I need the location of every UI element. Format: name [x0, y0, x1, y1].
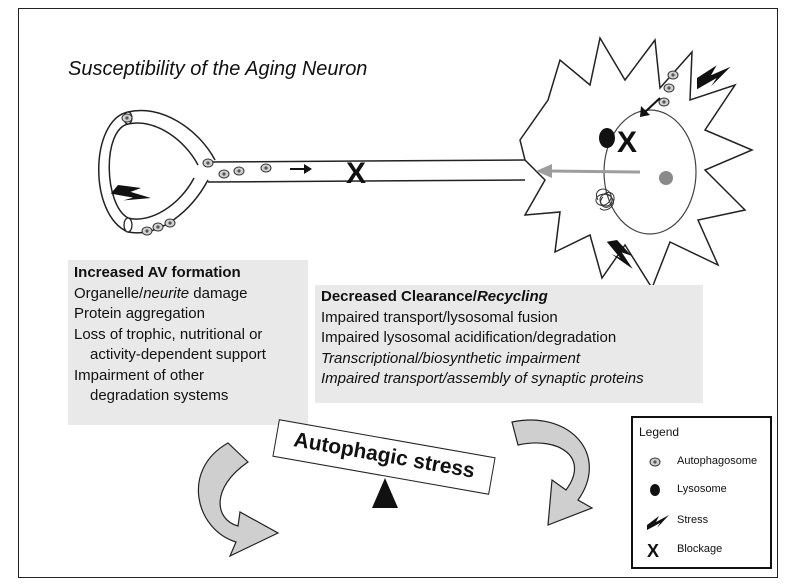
figure-frame: [18, 8, 778, 578]
legend-title: Legend: [639, 425, 680, 439]
clearance-line-acidification: Impaired lysosomal acidification/degrada…: [321, 329, 617, 346]
clearance-box: Decreased Clearance/Recycling Impaired t…: [315, 285, 703, 403]
av-line-organelle: Organelle/neurite damage: [74, 284, 302, 305]
right-cycle-arrow: [511, 419, 594, 526]
protein-aggregate-icon: [595, 188, 615, 211]
legend-label-stress: Stress: [677, 514, 709, 526]
clearance-line-transport: Impaired transport/lysosomal fusion: [321, 308, 558, 326]
legend-label-autophagosome: Autophagosome: [677, 455, 758, 467]
soma-blockage-mark: X: [617, 126, 637, 159]
svg-text:X: X: [647, 541, 659, 560]
av-formation-heading: Increased AV formation: [74, 264, 241, 281]
left-cycle-arrow: [197, 442, 280, 558]
legend-item-autophagosome: Autophagosome: [633, 452, 774, 472]
av-formation-box: Increased AV formation Organelle/neurite…: [68, 260, 308, 425]
lightning-icon: [647, 515, 669, 530]
av-line-trophic: Loss of trophic, nutritional or: [74, 325, 263, 343]
legend-box: Legend Autophagosome Lysosome Stress X B…: [631, 416, 772, 569]
blockage-x-icon: X: [647, 541, 659, 560]
soma-inward-arrow: [640, 97, 661, 117]
legend-item-blockage: X Blockage: [633, 540, 774, 560]
legend-item-lysosome: Lysosome: [633, 480, 774, 500]
clearance-line-transcription: Transcriptional/biosynthetic impairment: [321, 349, 580, 367]
legend-item-stress: Stress: [633, 511, 774, 531]
av-line-organelle-c: damage: [189, 284, 248, 302]
legend-label-blockage: Blockage: [677, 543, 723, 555]
nucleolus: [659, 171, 673, 185]
av-line-activity: activity-dependent support: [90, 346, 266, 363]
clearance-heading-a: Decreased Clearance/: [321, 288, 477, 305]
av-line-aggregation: Protein aggregation: [74, 305, 205, 322]
legend-label-lysosome: Lysosome: [677, 483, 727, 495]
av-line-impairment: Impairment of other: [74, 366, 205, 384]
autophagosome-icon: [649, 457, 661, 467]
soma-lysosome: [599, 128, 615, 148]
clearance-heading-b: Recycling: [476, 288, 548, 305]
fork-stress-icon: [110, 175, 152, 216]
clearance-line-synaptic: Impaired transport/assembly of synaptic …: [321, 370, 644, 387]
neurite-fork: [98, 109, 216, 234]
av-line-degradation: degradation systems: [90, 387, 229, 404]
axon-blockage-mark: X: [346, 157, 366, 190]
transport-arrow: [290, 164, 312, 174]
av-line-organelle-a: Organelle/: [74, 284, 144, 302]
retrograde-arrow: [536, 164, 641, 178]
soma-stress-icon: [697, 65, 731, 90]
balance-fulcrum: [372, 478, 398, 508]
axon: [207, 159, 526, 183]
clearance-heading: Decreased Clearance/Recycling: [321, 287, 697, 308]
autophagosome-cluster: [121, 113, 272, 236]
figure-title: Susceptibility of the Aging Neuron: [68, 58, 368, 80]
av-line-organelle-b: neurite: [143, 284, 190, 302]
lysosome-icon: [650, 484, 660, 496]
